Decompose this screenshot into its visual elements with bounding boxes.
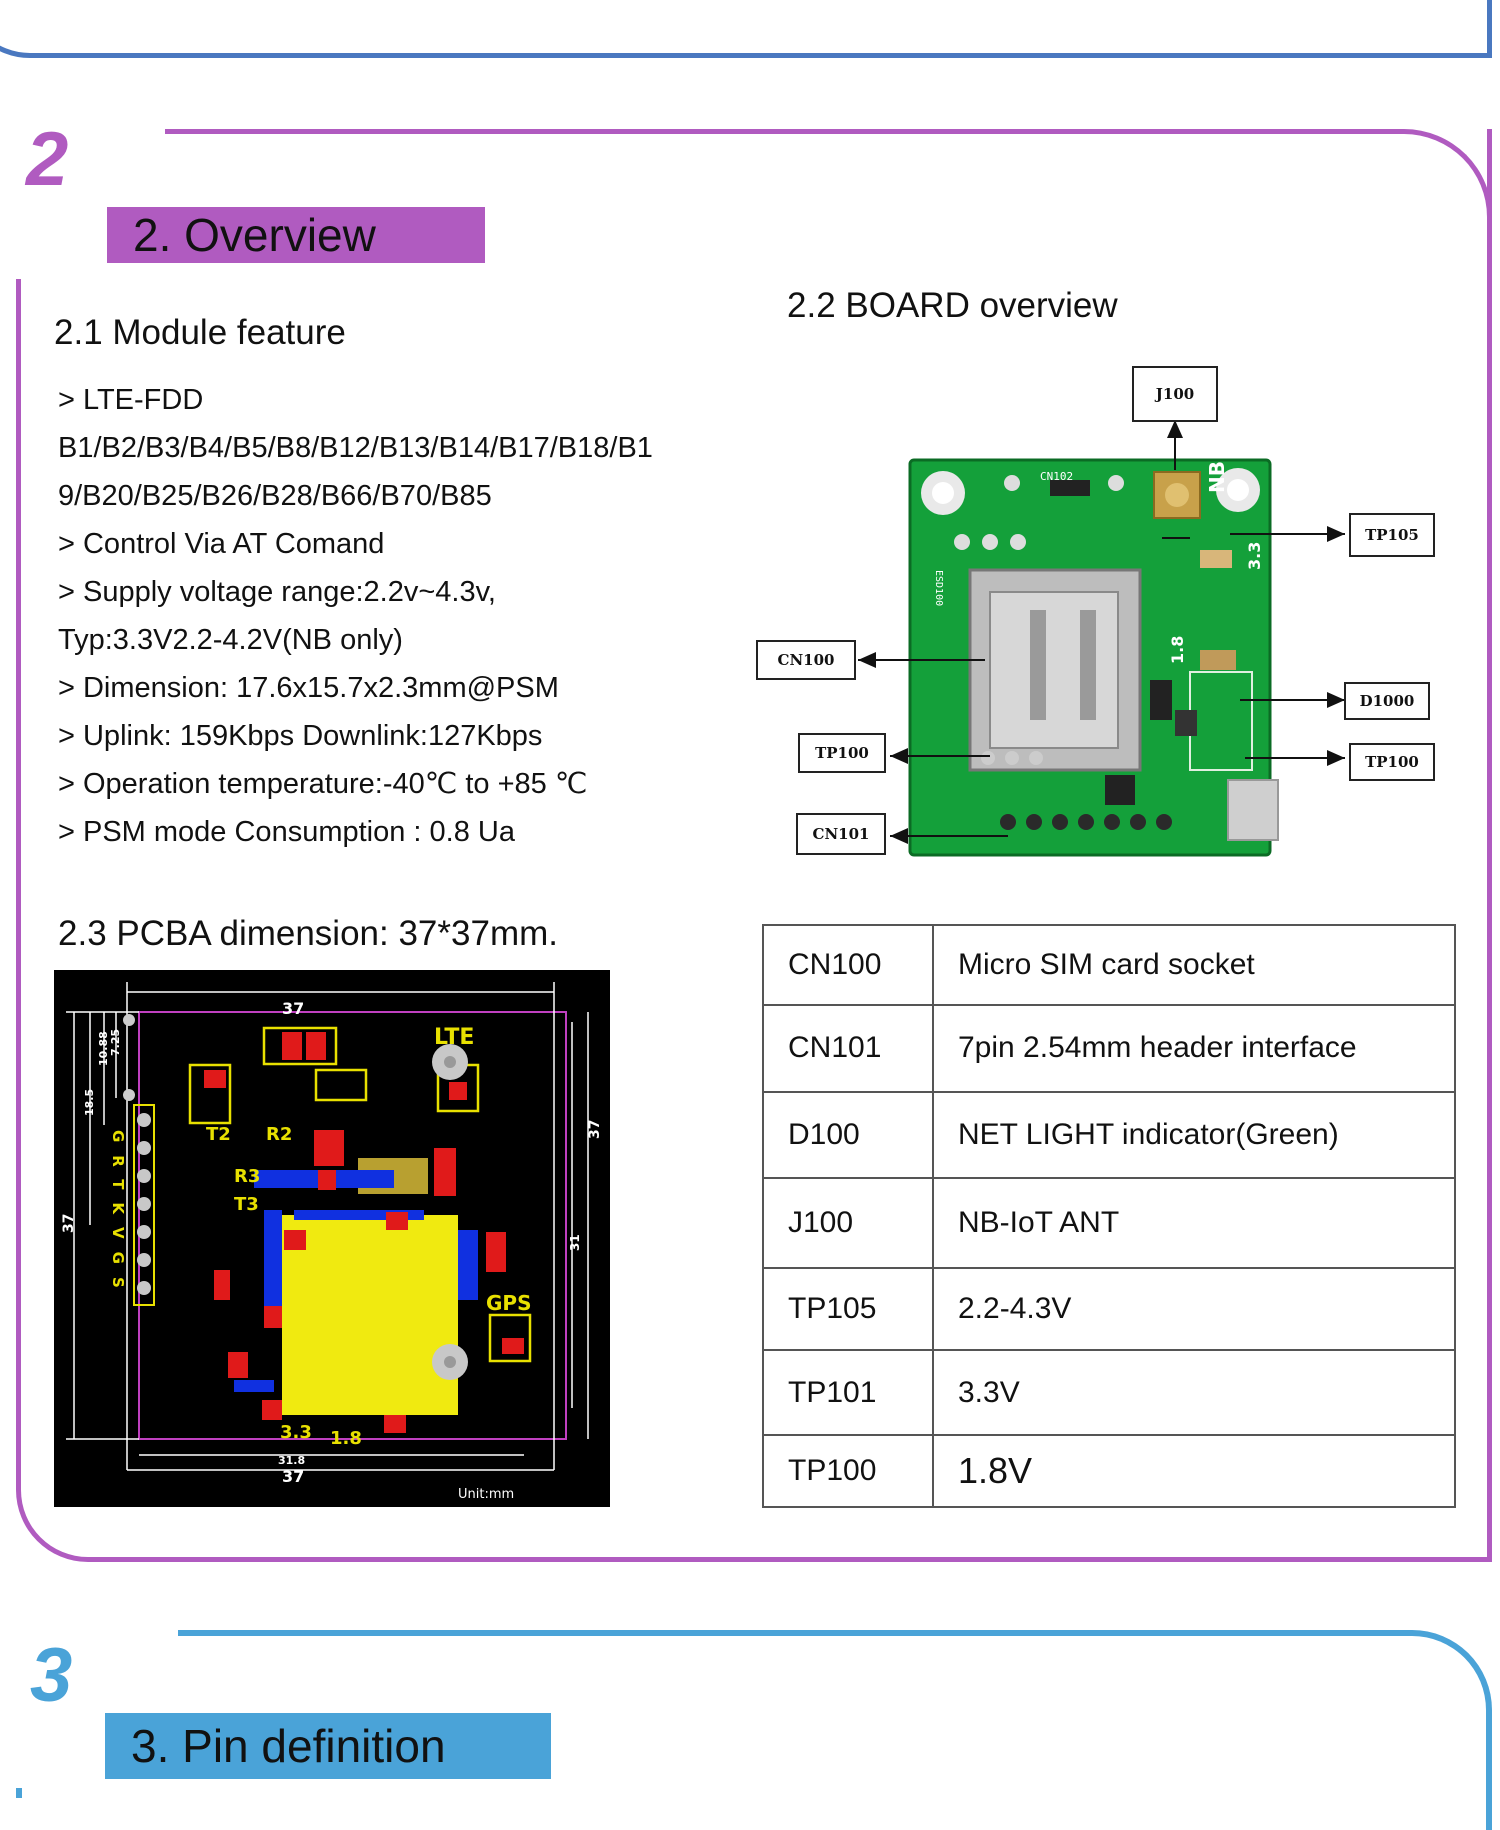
pcba-dim-left: 37 bbox=[61, 1214, 77, 1233]
section3-title-bar: 3. Pin definition bbox=[105, 1713, 551, 1779]
section1-frame bbox=[0, 0, 1492, 58]
feature-line: B1/B2/B3/B4/B5/B8/B12/B13/B14/B17/B18/B1 bbox=[58, 432, 653, 464]
pcba-label-r2: R2 bbox=[266, 1124, 292, 1145]
spec-value: 1.8V bbox=[932, 1433, 1456, 1509]
section2-title-bar: 2. Overview bbox=[107, 207, 485, 263]
pcba-dim-right-31: 31 bbox=[568, 1234, 582, 1251]
pcba-dim-725: 7.25 bbox=[109, 1029, 122, 1056]
pcba-dim-1088: 10.88 bbox=[97, 1031, 110, 1066]
spec-table: CN100 Micro SIM card socket CN101 7pin 2… bbox=[762, 923, 1456, 1509]
feature-line: > Uplink: 159Kbps Downlink:127Kbps bbox=[58, 720, 543, 752]
pcba-dim-bottom: 37 bbox=[282, 1467, 304, 1486]
spec-key: CN101 bbox=[762, 1004, 934, 1093]
table-row: CN100 Micro SIM card socket bbox=[762, 923, 1456, 1007]
board-silk-18: 1.8 bbox=[1168, 636, 1187, 664]
callout-d1000: D1000 bbox=[1344, 682, 1430, 720]
feature-line: > LTE-FDD bbox=[58, 384, 204, 416]
section3-number: 3 bbox=[30, 1633, 73, 1718]
module-feature-heading: 2.1 Module feature bbox=[54, 313, 346, 352]
pcba-dim-inner-bottom: 31.8 bbox=[278, 1454, 305, 1467]
callout-cn100: CN100 bbox=[756, 640, 856, 680]
pcba-dim-right: 37 bbox=[587, 1120, 603, 1139]
section3-top-corner bbox=[1388, 1630, 1492, 1830]
board-overview-heading: 2.2 BOARD overview bbox=[787, 286, 1118, 325]
feature-line: > Control Via AT Comand bbox=[58, 528, 385, 560]
pcba-label-t2: T2 bbox=[206, 1124, 231, 1145]
pcba-label-33: 3.3 bbox=[280, 1422, 312, 1443]
feature-line: > PSM mode Consumption : 0.8 Ua bbox=[58, 816, 515, 848]
table-row: TP100 1.8V bbox=[762, 1433, 1456, 1509]
pcba-unit: Unit:mm bbox=[458, 1487, 514, 1502]
table-row: D100 NET LIGHT indicator(Green) bbox=[762, 1090, 1456, 1179]
table-row: TP101 3.3V bbox=[762, 1349, 1456, 1436]
spec-value: Micro SIM card socket bbox=[932, 923, 1456, 1007]
table-row: TP105 2.2-4.3V bbox=[762, 1267, 1456, 1352]
pcba-dim-185: 18.5 bbox=[83, 1089, 96, 1116]
board-silk-33: 3.3 bbox=[1245, 542, 1264, 570]
spec-key: TP101 bbox=[762, 1349, 934, 1436]
pcba-label-t3: T3 bbox=[234, 1194, 259, 1215]
pcba-label-18: 1.8 bbox=[330, 1428, 362, 1449]
spec-value: NET LIGHT indicator(Green) bbox=[932, 1090, 1456, 1179]
pcba-label-pins: GRTKVGS bbox=[109, 1130, 127, 1301]
board-silk-nb: NB bbox=[1205, 461, 1229, 493]
section2-top-rule bbox=[165, 129, 1400, 134]
table-row: J100 NB-IoT ANT bbox=[762, 1176, 1456, 1270]
section3-top-rule bbox=[178, 1630, 1400, 1636]
callout-j100: J100 bbox=[1132, 366, 1218, 422]
table-row: CN101 7pin 2.54mm header interface bbox=[762, 1004, 1456, 1093]
pcba-label-gps: GPS bbox=[486, 1291, 531, 1315]
spec-key: J100 bbox=[762, 1176, 934, 1270]
board-photo: CN102 NB 3.3 1.8 ESD100 bbox=[858, 420, 1345, 857]
pcba-label-lte: LTE bbox=[434, 1025, 474, 1050]
spec-key: CN100 bbox=[762, 923, 934, 1007]
section2-number: 2 bbox=[26, 117, 69, 202]
feature-line: 9/B20/B25/B26/B28/B66/B70/B85 bbox=[58, 480, 492, 512]
board-silk-esd: ESD100 bbox=[933, 570, 944, 606]
feature-line: > Dimension: 17.6x15.7x2.3mm@PSM bbox=[58, 672, 559, 704]
pcba-label-r3: R3 bbox=[234, 1166, 260, 1187]
section2-left-gap bbox=[10, 129, 26, 279]
callout-tp100-right: TP100 bbox=[1349, 743, 1435, 781]
spec-value: 3.3V bbox=[932, 1349, 1456, 1436]
spec-value: NB-IoT ANT bbox=[932, 1176, 1456, 1270]
pcba-heading: 2.3 PCBA dimension: 37*37mm. bbox=[58, 914, 558, 953]
callout-tp100-left: TP100 bbox=[798, 733, 886, 773]
spec-key: TP105 bbox=[762, 1267, 934, 1352]
feature-line: > Operation temperature:-40℃ to +85 ℃ bbox=[58, 768, 588, 800]
pcba-dim-top: 37 bbox=[282, 999, 304, 1018]
feature-line: Typ:3.3V2.2-4.2V(NB only) bbox=[58, 624, 403, 656]
callout-cn101: CN101 bbox=[796, 813, 886, 855]
pcba-drawing: 37 37 31.8 37 18.5 10.88 7.25 37 31 LTE … bbox=[54, 970, 610, 1507]
section3-left-rule bbox=[16, 1788, 22, 1798]
board-silk-cn102: CN102 bbox=[1040, 470, 1073, 483]
spec-value: 7pin 2.54mm header interface bbox=[932, 1004, 1456, 1093]
spec-value: 2.2-4.3V bbox=[932, 1267, 1456, 1352]
feature-line: > Supply voltage range:2.2v~4.3v, bbox=[58, 576, 496, 608]
callout-tp105: TP105 bbox=[1349, 513, 1435, 557]
section2-frame bbox=[16, 129, 1492, 1562]
spec-key: TP100 bbox=[762, 1433, 934, 1509]
spec-key: D100 bbox=[762, 1090, 934, 1179]
